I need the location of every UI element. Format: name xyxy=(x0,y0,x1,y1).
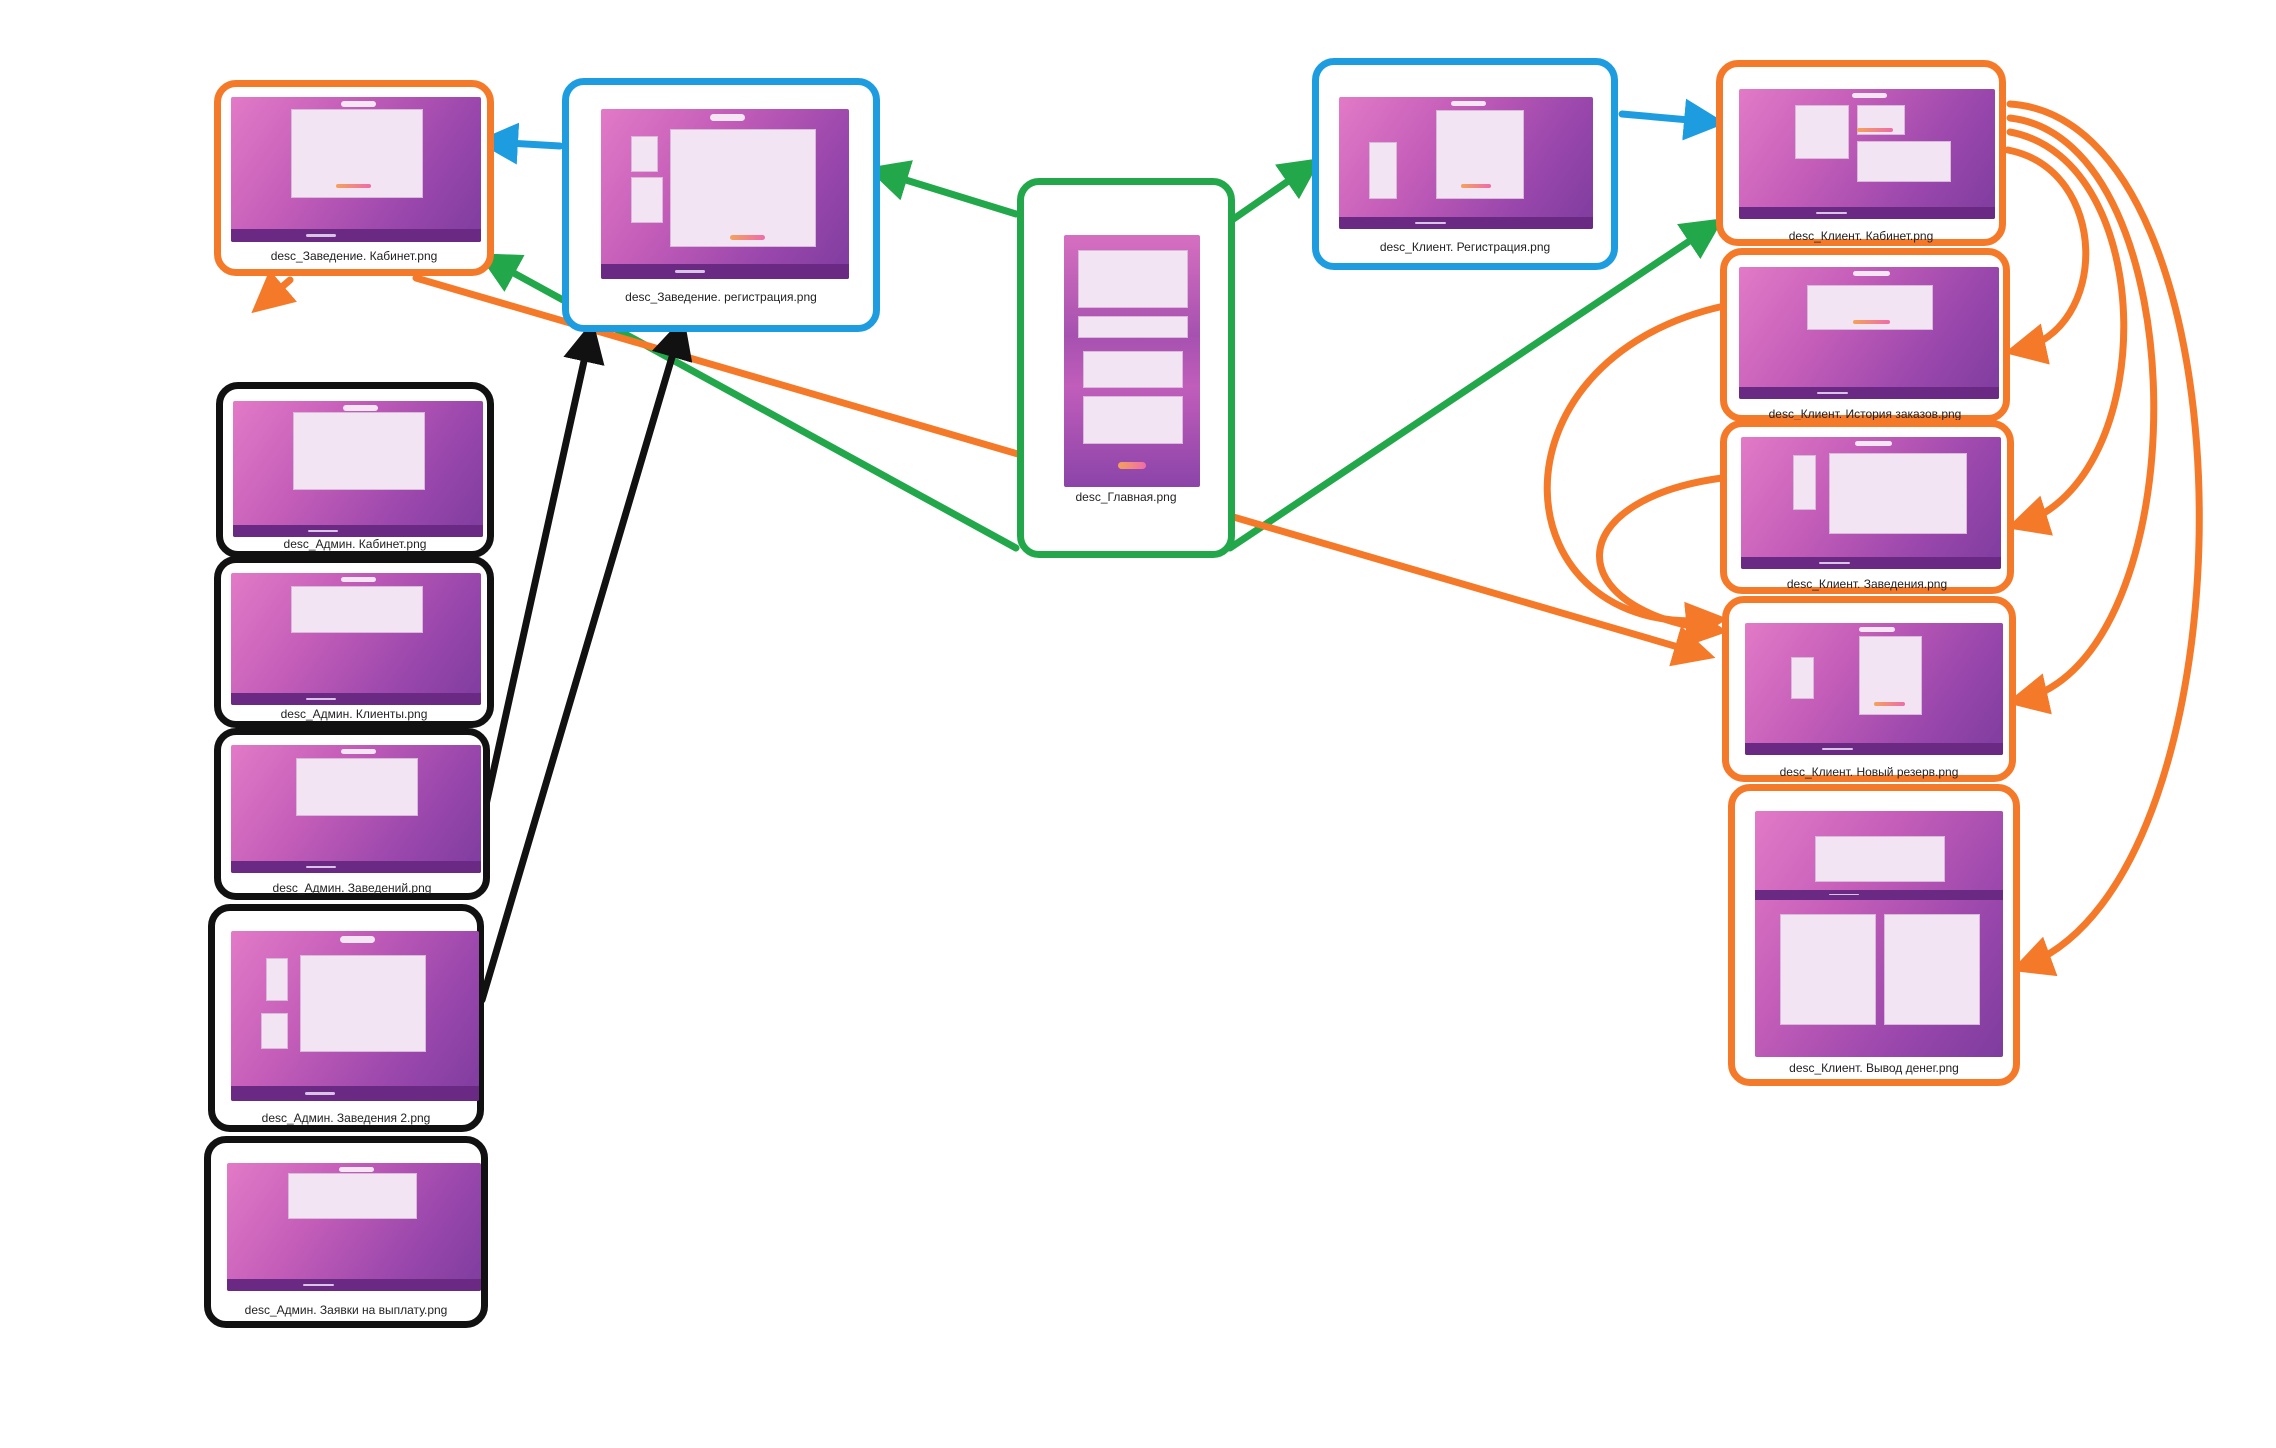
node-zavedenie-registration[interactable]: desc_Заведение. регистрация.png xyxy=(562,78,880,332)
arrow-cli-reg-to-cli-cabinet xyxy=(1618,98,1726,141)
screenshot-thumbnail xyxy=(1739,89,1995,219)
node-client-new-reserve[interactable]: desc_Клиент. Новый резерв.png xyxy=(1722,596,2016,782)
arrow-places-to-new-reserve xyxy=(1596,474,1728,648)
arrow-cli-cabinet-to-new-reserve xyxy=(2006,114,2158,715)
screenshot-thumbnail xyxy=(1339,97,1593,229)
screenshot-thumbnail xyxy=(231,573,481,705)
screenshot-thumbnail xyxy=(233,401,483,537)
arrow-main-to-zav-reg xyxy=(866,160,1020,218)
node-label: desc_Клиент. Вывод денег.png xyxy=(1789,1061,1959,1075)
node-zavedenie-cabinet[interactable]: desc_Заведение. Кабинет.png xyxy=(214,80,494,276)
arrow-zav-cabinet-out xyxy=(251,269,297,314)
screenshot-thumbnail xyxy=(601,109,849,279)
screenshot-thumbnail xyxy=(231,745,481,873)
screenshot-thumbnail xyxy=(1064,235,1200,487)
node-admin-clients[interactable]: desc_Админ. Клиенты.png xyxy=(214,556,494,728)
node-label: desc_Админ. Кабинет.png xyxy=(283,537,427,551)
node-client-cabinet[interactable]: desc_Клиент. Кабинет.png xyxy=(1716,60,2006,246)
node-admin-payout-requests[interactable]: desc_Админ. Заявки на выплату.png xyxy=(204,1136,488,1328)
arrow-zav-reg-to-zav-cabinet xyxy=(476,122,564,165)
node-client-withdraw[interactable]: desc_Клиент. Вывод денег.png xyxy=(1728,784,2020,1086)
arrow-adm-places-to-zav-reg xyxy=(476,320,605,836)
node-client-registration[interactable]: desc_Клиент. Регистрация.png xyxy=(1312,58,1618,270)
node-label: desc_Админ. Заведений.png xyxy=(272,881,432,895)
node-label: desc_Заведение. Кабинет.png xyxy=(270,249,438,263)
node-client-order-history[interactable]: desc_Клиент. История заказов.png xyxy=(1720,248,2010,422)
node-label: desc_Клиент. История заказов.png xyxy=(1768,407,1962,421)
arrow-main-to-cli-reg xyxy=(1228,158,1322,224)
node-admin-cabinet[interactable]: desc_Админ. Кабинет.png xyxy=(216,382,494,558)
screenshot-thumbnail xyxy=(1741,437,2001,569)
arrow-main-to-cli-cabinet xyxy=(1226,218,1724,552)
node-label: desc_Админ. Клиенты.png xyxy=(280,707,428,721)
node-label: desc_Клиент. Новый резерв.png xyxy=(1779,765,1959,779)
arrow-history-to-new-reserve xyxy=(1543,302,1728,644)
screenshot-thumbnail xyxy=(231,97,481,242)
node-admin-places[interactable]: desc_Админ. Заведений.png xyxy=(214,728,490,900)
arrow-adm-places2-to-zav-reg xyxy=(478,316,693,1004)
node-admin-places-2[interactable]: desc_Админ. Заведения 2.png xyxy=(208,904,484,1132)
arrow-cli-cabinet-to-places xyxy=(2006,128,2128,536)
node-label: desc_Клиент. Регистрация.png xyxy=(1379,240,1551,254)
node-label: desc_Заведение. регистрация.png xyxy=(625,290,817,304)
node-label: desc_Клиент. Заведения.png xyxy=(1786,577,1948,591)
arrow-cli-cabinet-to-withdraw xyxy=(2006,100,2203,977)
node-label: desc_Админ. Заведения 2.png xyxy=(261,1111,431,1125)
screenshot-thumbnail xyxy=(231,931,479,1101)
arrow-cli-cabinet-to-history xyxy=(2004,146,2090,365)
node-label: desc_Админ. Заявки на выплату.png xyxy=(244,1303,448,1317)
node-label: desc_Клиент. Кабинет.png xyxy=(1788,229,1934,243)
screenshot-thumbnail xyxy=(1739,267,1999,399)
node-main-page[interactable]: desc_Главная.png xyxy=(1017,178,1235,558)
screenshot-thumbnail xyxy=(1755,811,2003,1057)
node-client-places[interactable]: desc_Клиент. Заведения.png xyxy=(1720,420,2014,594)
screenshot-thumbnail xyxy=(227,1163,481,1291)
node-label: desc_Главная.png xyxy=(1075,490,1177,504)
screenshot-thumbnail xyxy=(1745,623,2003,755)
